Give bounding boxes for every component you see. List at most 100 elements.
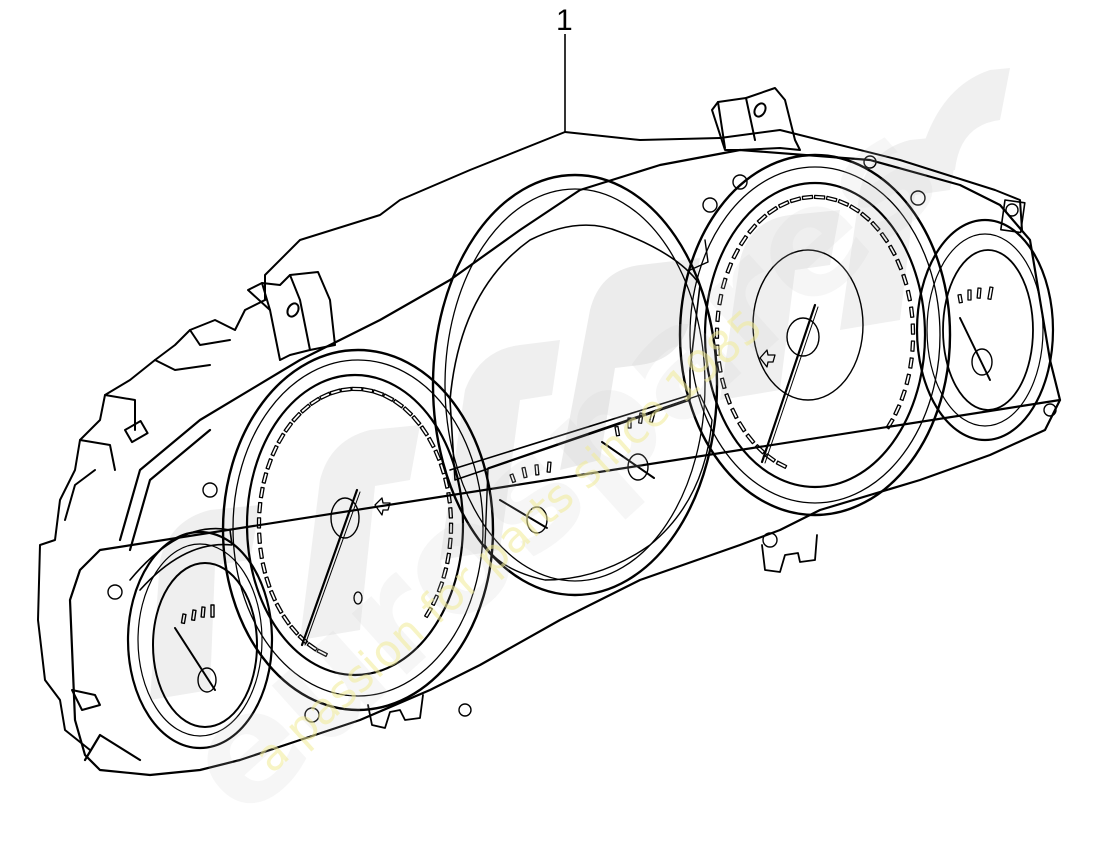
gauge-tick	[291, 411, 302, 423]
mounting-bracket-right	[711, 87, 801, 151]
instrument-cluster-diagram	[37, 34, 1062, 777]
gauge-tick	[261, 472, 269, 484]
left-main-gauge-ticks	[256, 386, 454, 658]
gauge-tick	[908, 357, 914, 369]
left-main-gauge-arrow-icon	[374, 497, 391, 516]
center-display-ticks-right	[614, 411, 656, 437]
gauge-tick	[725, 262, 734, 274]
left-main-gauge	[221, 348, 495, 712]
center-display-ticks-left	[509, 461, 552, 484]
gauge-tick	[813, 194, 826, 200]
gauge-tick	[436, 581, 445, 593]
gauge-tick	[448, 522, 454, 534]
watermark-logo	[150, 68, 1010, 700]
gauge-tick	[738, 234, 749, 247]
gauge-tick	[731, 247, 741, 260]
gauge-tick	[899, 389, 907, 402]
gauge-tick	[351, 386, 363, 392]
gauge-tick	[258, 547, 264, 560]
gauge-tick	[747, 223, 758, 235]
gauge-tick	[270, 444, 279, 457]
right-main-gauge-ticks	[714, 194, 916, 469]
left-small-gauge	[107, 482, 274, 750]
callout-number: 1	[556, 4, 573, 37]
gauge-tick	[281, 614, 291, 626]
gauge-tick	[258, 486, 265, 499]
gauge-tick	[309, 396, 321, 407]
gauge-tick	[430, 594, 440, 607]
gauge-tick	[426, 436, 436, 449]
gauge-tick	[283, 421, 294, 433]
gauge-tick	[893, 404, 902, 416]
gauge-tick	[340, 386, 352, 393]
gauge-tick	[908, 306, 915, 318]
gauge-tick	[424, 606, 433, 619]
gauge-tick	[433, 449, 442, 462]
gauge-tick	[910, 340, 916, 352]
bottom-clip-right	[761, 532, 818, 573]
gauge-tick	[446, 491, 452, 504]
gauge-tick	[716, 361, 723, 373]
gauge-tick	[745, 433, 756, 445]
gauge-tick	[766, 205, 779, 216]
gauge-tick	[265, 458, 273, 470]
gauge-tick	[885, 417, 895, 430]
gauge-tick	[448, 507, 454, 519]
gauge-tick	[717, 293, 724, 306]
gauge-tick	[276, 432, 286, 445]
gauge-tick	[859, 211, 871, 222]
gauge-tick	[329, 388, 342, 396]
gauge-tick	[299, 403, 311, 414]
mounting-bracket-left	[247, 271, 336, 361]
gauge-tick	[319, 391, 331, 400]
side-connector	[64, 420, 149, 711]
gauge-tick	[754, 444, 766, 455]
gauge-tick	[260, 562, 268, 574]
gauge-tick	[306, 642, 318, 652]
gauge-tick	[837, 198, 850, 207]
gauge-tick	[905, 289, 913, 302]
gauge-tick	[361, 387, 374, 394]
gauge-tick	[756, 213, 768, 224]
gauge-tick	[801, 194, 814, 201]
gauge-tick	[715, 310, 721, 323]
left-main-gauge-needle	[300, 488, 359, 647]
gauge-tick	[411, 415, 422, 426]
gauge-tick	[789, 196, 802, 204]
gauge-tick	[730, 407, 739, 420]
center-display	[431, 173, 748, 597]
gauge-tick	[256, 517, 262, 529]
left-small-gauge-needle	[174, 627, 216, 691]
gauge-tick	[289, 624, 300, 636]
right-main-gauge	[678, 153, 952, 517]
gauge-tick	[719, 377, 727, 390]
bottom-clip-left	[304, 694, 424, 729]
gauge-tick	[870, 220, 881, 232]
right-main-gauge-needle	[760, 303, 817, 464]
gauge-tick	[443, 477, 450, 489]
center-right-needle	[601, 441, 655, 479]
right-small-gauge	[915, 199, 1057, 442]
gauge-tick	[445, 552, 452, 565]
gauge-tick	[715, 344, 721, 356]
gauge-tick	[895, 258, 904, 271]
gauge-tick	[737, 421, 747, 433]
gauge-tick	[720, 277, 728, 290]
gauge-tick	[888, 244, 897, 257]
gauge-tick	[904, 373, 912, 386]
gauge-tick	[714, 327, 720, 339]
right-small-gauge-needle	[959, 317, 991, 381]
gauge-tick	[402, 406, 414, 417]
gauge-tick	[849, 204, 861, 214]
gauge-tick	[825, 195, 838, 203]
gauge-tick	[372, 389, 385, 397]
rear-housing	[37, 129, 1023, 751]
gauge-tick	[419, 425, 429, 437]
gauge-tick	[268, 589, 278, 602]
gauge-tick	[392, 398, 404, 409]
gauge-tick	[777, 200, 790, 209]
gauge-tick	[775, 460, 788, 469]
gauge-tick	[316, 648, 328, 658]
gauge-tick	[764, 453, 776, 463]
gauge-tick	[447, 537, 453, 550]
